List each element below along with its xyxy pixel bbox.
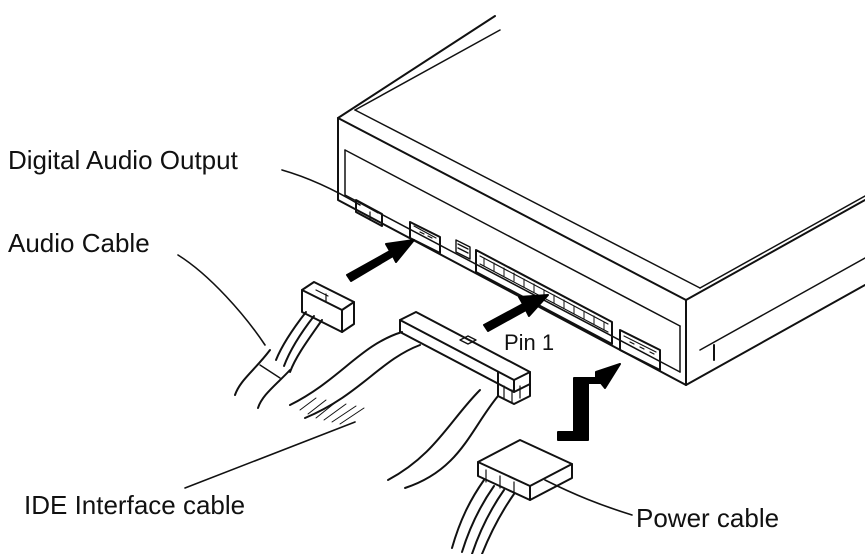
leader-ide-cable xyxy=(184,421,356,489)
audio-arrow-icon xyxy=(346,239,415,282)
pin-1-label: Pin 1 xyxy=(504,330,555,355)
power-cable xyxy=(451,439,573,554)
insertion-arrows xyxy=(346,239,621,441)
leader-digital-audio xyxy=(281,169,361,206)
digital-audio-output-label: Digital Audio Output xyxy=(8,145,238,175)
cd-drive xyxy=(337,15,865,386)
power-connector xyxy=(619,329,661,371)
jumper-pins xyxy=(455,239,471,260)
leader-audio-cable xyxy=(177,254,266,346)
ide-interface-cable-label: IDE Interface cable xyxy=(24,490,246,520)
audio-connector xyxy=(409,221,441,254)
leader-power-cable xyxy=(544,479,633,516)
leader-lines xyxy=(177,169,633,516)
audio-cable-label: Audio Cable xyxy=(8,228,150,258)
audio-cable xyxy=(234,281,355,409)
ide-interface-cable xyxy=(289,311,531,489)
digital-audio-output-connector xyxy=(355,199,383,227)
power-arrow-icon xyxy=(557,363,621,441)
ide-arrow-icon xyxy=(483,294,549,332)
power-cable-label: Power cable xyxy=(636,503,780,533)
